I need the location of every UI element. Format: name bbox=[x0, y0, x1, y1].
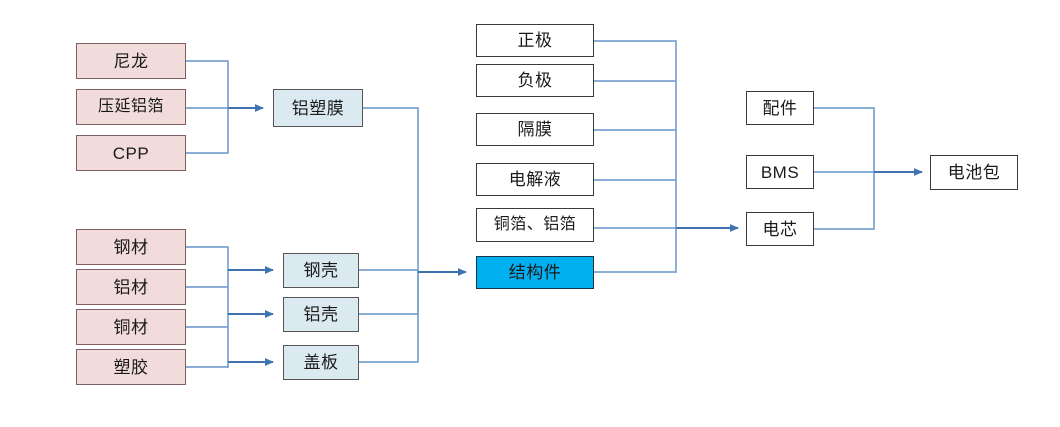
node-bms[interactable]: BMS bbox=[746, 155, 814, 189]
node-zhengji[interactable]: 正极 bbox=[476, 24, 594, 57]
node-yayanlvbo[interactable]: 压延铝箔 bbox=[76, 89, 186, 125]
node-gangke[interactable]: 钢壳 bbox=[283, 253, 359, 288]
arrows-left bbox=[228, 104, 274, 366]
node-gemo[interactable]: 隔膜 bbox=[476, 113, 594, 146]
node-dianxin[interactable]: 电芯 bbox=[746, 212, 814, 246]
node-dianchibao[interactable]: 电池包 bbox=[930, 155, 1018, 190]
node-dianjieye[interactable]: 电解液 bbox=[476, 163, 594, 196]
merge-lines-left-bottom bbox=[185, 246, 229, 368]
node-gaiban[interactable]: 盖板 bbox=[283, 345, 359, 380]
node-lvke[interactable]: 铝壳 bbox=[283, 297, 359, 332]
merge-lines-pack-inputs bbox=[813, 107, 875, 230]
node-lvsumo[interactable]: 铝塑膜 bbox=[273, 89, 363, 127]
node-gangcai[interactable]: 钢材 bbox=[76, 229, 186, 265]
node-tongbo[interactable]: 铜箔、铝箔 bbox=[476, 208, 594, 242]
node-tongcai[interactable]: 铜材 bbox=[76, 309, 186, 345]
node-jiegoujian[interactable]: 结构件 bbox=[476, 256, 594, 289]
merge-lines-left-top bbox=[185, 60, 229, 154]
merge-lines-cell-inputs bbox=[593, 40, 677, 273]
node-cpp[interactable]: CPP bbox=[76, 135, 186, 171]
node-sujiao[interactable]: 塑胶 bbox=[76, 349, 186, 385]
node-lvcai[interactable]: 铝材 bbox=[76, 269, 186, 305]
merge-lines-shell-to-structure bbox=[358, 107, 419, 363]
node-fuji[interactable]: 负极 bbox=[476, 64, 594, 97]
node-niulong[interactable]: 尼龙 bbox=[76, 43, 186, 79]
node-peijian[interactable]: 配件 bbox=[746, 91, 814, 125]
